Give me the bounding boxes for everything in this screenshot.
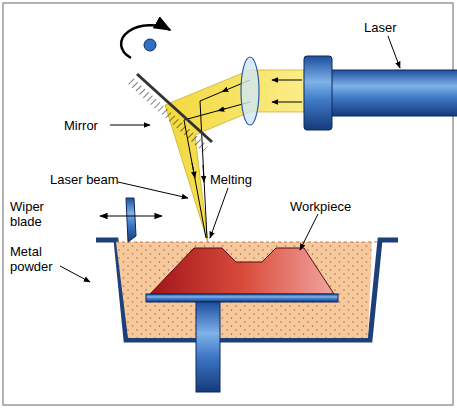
laser-beam bbox=[165, 70, 304, 243]
metal-powder-bed bbox=[116, 242, 372, 338]
frame bbox=[3, 3, 453, 405]
mirror bbox=[137, 74, 212, 142]
powder-surface bbox=[116, 242, 378, 243]
part-label: Wiper blade bbox=[10, 199, 62, 229]
tray bbox=[96, 240, 398, 340]
laser-flange bbox=[304, 56, 332, 130]
laser-body bbox=[330, 70, 457, 116]
workpiece bbox=[150, 248, 334, 294]
pivot bbox=[144, 39, 156, 51]
mirror-hatch bbox=[128, 78, 208, 152]
build-platform bbox=[146, 294, 338, 302]
motion-arrow bbox=[100, 215, 162, 216]
part-label: Laser bbox=[364, 20, 397, 35]
rotation-arrow bbox=[121, 25, 170, 58]
part-label: Melting bbox=[210, 172, 252, 187]
leader-lines bbox=[60, 36, 400, 282]
part-label: Workpiece bbox=[290, 199, 351, 214]
lens bbox=[241, 57, 259, 125]
part-label: Metal powder bbox=[10, 244, 62, 274]
part-label: Laser beam bbox=[50, 172, 119, 187]
part-label: Mirror bbox=[64, 118, 98, 133]
wiper-blade bbox=[126, 198, 136, 242]
piston bbox=[196, 302, 220, 392]
